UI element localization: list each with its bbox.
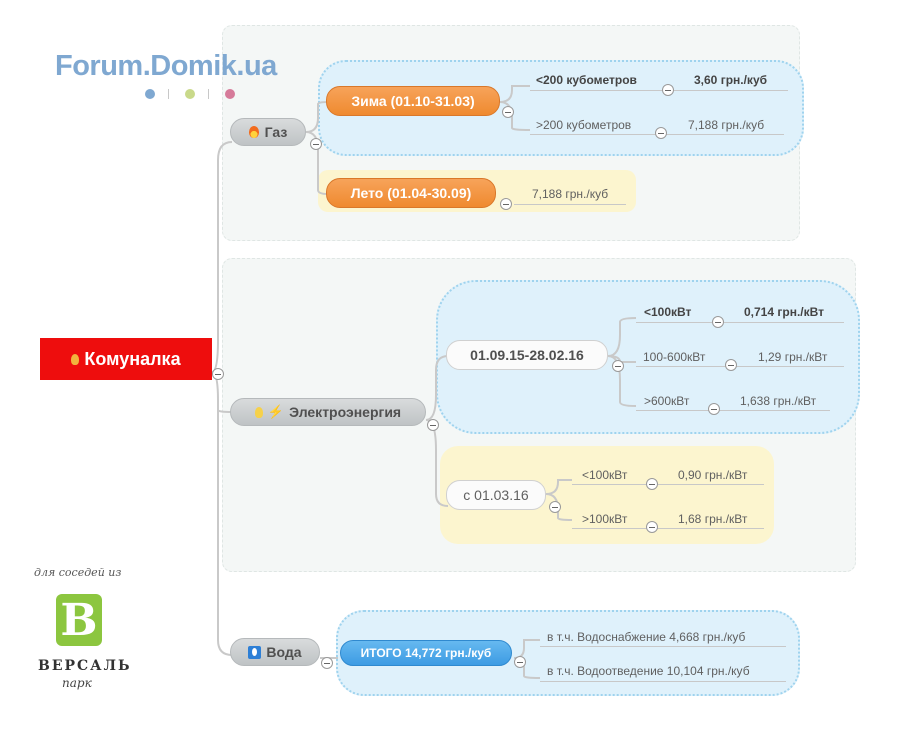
electricity-p1-item-2-underline — [636, 366, 844, 367]
logo-divider-2 — [208, 89, 209, 99]
electricity-p2-item-2-price: 1,68 грн./кВт — [678, 512, 748, 526]
gas-summer-underline — [514, 204, 626, 205]
water-item-1-underline — [540, 646, 786, 647]
electricity-p1-item-2-name: 100-600кВт — [643, 350, 706, 364]
lightning-icon: ⚡ — [267, 404, 285, 419]
electricity-p1-item-3-underline — [636, 410, 830, 411]
electricity-p1-item-1-toggle[interactable] — [712, 316, 724, 328]
forum-domik-logo: Forum.Domik.ua — [55, 50, 277, 82]
water-total-label: ИТОГО 14,772 грн./куб — [360, 646, 492, 660]
logo-dot-2 — [185, 89, 195, 99]
gas-winter-item-1-name: <200 кубометров — [536, 73, 637, 87]
gas-winter-node[interactable]: Зима (01.10-31.03) — [326, 86, 500, 116]
versal-park-logo: B — [56, 594, 102, 646]
sponsor-caption: для соседей из — [34, 566, 122, 579]
electricity-p2-item-2-toggle[interactable] — [646, 521, 658, 533]
water-item-1: в т.ч. Водоснабжение 4,668 грн./куб — [547, 630, 746, 644]
electricity-p1-item-3-price: 1,638 грн./кВт — [740, 394, 817, 408]
flame-icon — [248, 126, 259, 138]
electricity-label: Электроэнергия — [289, 404, 402, 420]
gas-winter-item-1-toggle[interactable] — [662, 84, 674, 96]
gas-winter-collapse-toggle[interactable] — [502, 106, 514, 118]
electricity-period2-toggle[interactable] — [549, 501, 561, 513]
gas-winter-item-2-price: 7,188 грн./куб — [688, 118, 765, 132]
water-item-2-underline — [540, 681, 786, 682]
electricity-p1-item-3-toggle[interactable] — [708, 403, 720, 415]
root-label: Комуналка — [84, 348, 181, 369]
electricity-collapse-toggle[interactable] — [427, 419, 439, 431]
electricity-period1-label: 01.09.15-28.02.16 — [470, 347, 584, 363]
root-node-komunalka[interactable]: Комуналка — [40, 338, 212, 380]
gas-summer-node[interactable]: Лето (01.04-30.09) — [326, 178, 496, 208]
water-label: Вода — [266, 644, 302, 660]
water-total-toggle[interactable] — [514, 656, 526, 668]
root-collapse-toggle[interactable] — [212, 368, 224, 380]
gas-node[interactable]: Газ — [230, 118, 306, 146]
water-node[interactable]: Вода — [230, 638, 320, 666]
gas-summer-price: 7,188 грн./куб — [532, 187, 609, 201]
electricity-node[interactable]: ⚡ Электроэнергия — [230, 398, 426, 426]
electricity-p2-item-1-name: <100кВт — [582, 468, 628, 482]
logo-divider-1 — [168, 89, 169, 99]
versal-park-name: ВЕРСАЛЬ — [38, 658, 132, 674]
water-icon — [248, 645, 262, 659]
bulb-icon — [71, 353, 80, 365]
electricity-p2-item-2-underline — [572, 528, 764, 529]
water-item-2: в т.ч. Водоотведение 10,104 грн./куб — [547, 664, 750, 678]
electricity-p1-item-1-price: 0,714 грн./кВт — [744, 305, 824, 319]
electricity-p2-item-2-name: >100кВт — [582, 512, 628, 526]
logo-dot-1 — [145, 89, 155, 99]
water-total-node[interactable]: ИТОГО 14,772 грн./куб — [340, 640, 512, 666]
gas-label: Газ — [264, 124, 288, 140]
gas-winter-item-1-price: 3,60 грн./куб — [694, 73, 768, 87]
gas-winter-item-2-name: >200 кубометров — [536, 118, 632, 132]
gas-winter-item-2-toggle[interactable] — [655, 127, 667, 139]
bulb-icon — [254, 406, 263, 418]
electricity-p1-item-3-name: >600кВт — [644, 394, 690, 408]
electricity-p2-item-1-underline — [572, 484, 764, 485]
electricity-p2-item-1-price: 0,90 грн./кВт — [678, 468, 748, 482]
electricity-p2-item-1-toggle[interactable] — [646, 478, 658, 490]
electricity-p1-item-2-price: 1,29 грн./кВт — [758, 350, 828, 364]
electricity-period2-node[interactable]: с 01.03.16 — [446, 480, 546, 510]
electricity-p1-item-1-underline — [636, 322, 844, 323]
electricity-p1-item-2-toggle[interactable] — [725, 359, 737, 371]
electricity-period1-node[interactable]: 01.09.15-28.02.16 — [446, 340, 608, 370]
electricity-p1-item-1-name: <100кВт — [644, 305, 692, 319]
gas-winter-label: Зима (01.10-31.03) — [351, 93, 475, 109]
gas-summer-collapse-toggle[interactable] — [500, 198, 512, 210]
electricity-period2-label: с 01.03.16 — [463, 487, 529, 503]
versal-park-sub: парк — [62, 676, 92, 690]
gas-collapse-toggle[interactable] — [310, 138, 322, 150]
water-collapse-toggle[interactable] — [321, 657, 333, 669]
gas-winter-item-1-underline — [530, 90, 788, 91]
gas-summer-label: Лето (01.04-30.09) — [350, 185, 472, 201]
electricity-period1-toggle[interactable] — [612, 360, 624, 372]
logo-dot-3 — [225, 89, 235, 99]
